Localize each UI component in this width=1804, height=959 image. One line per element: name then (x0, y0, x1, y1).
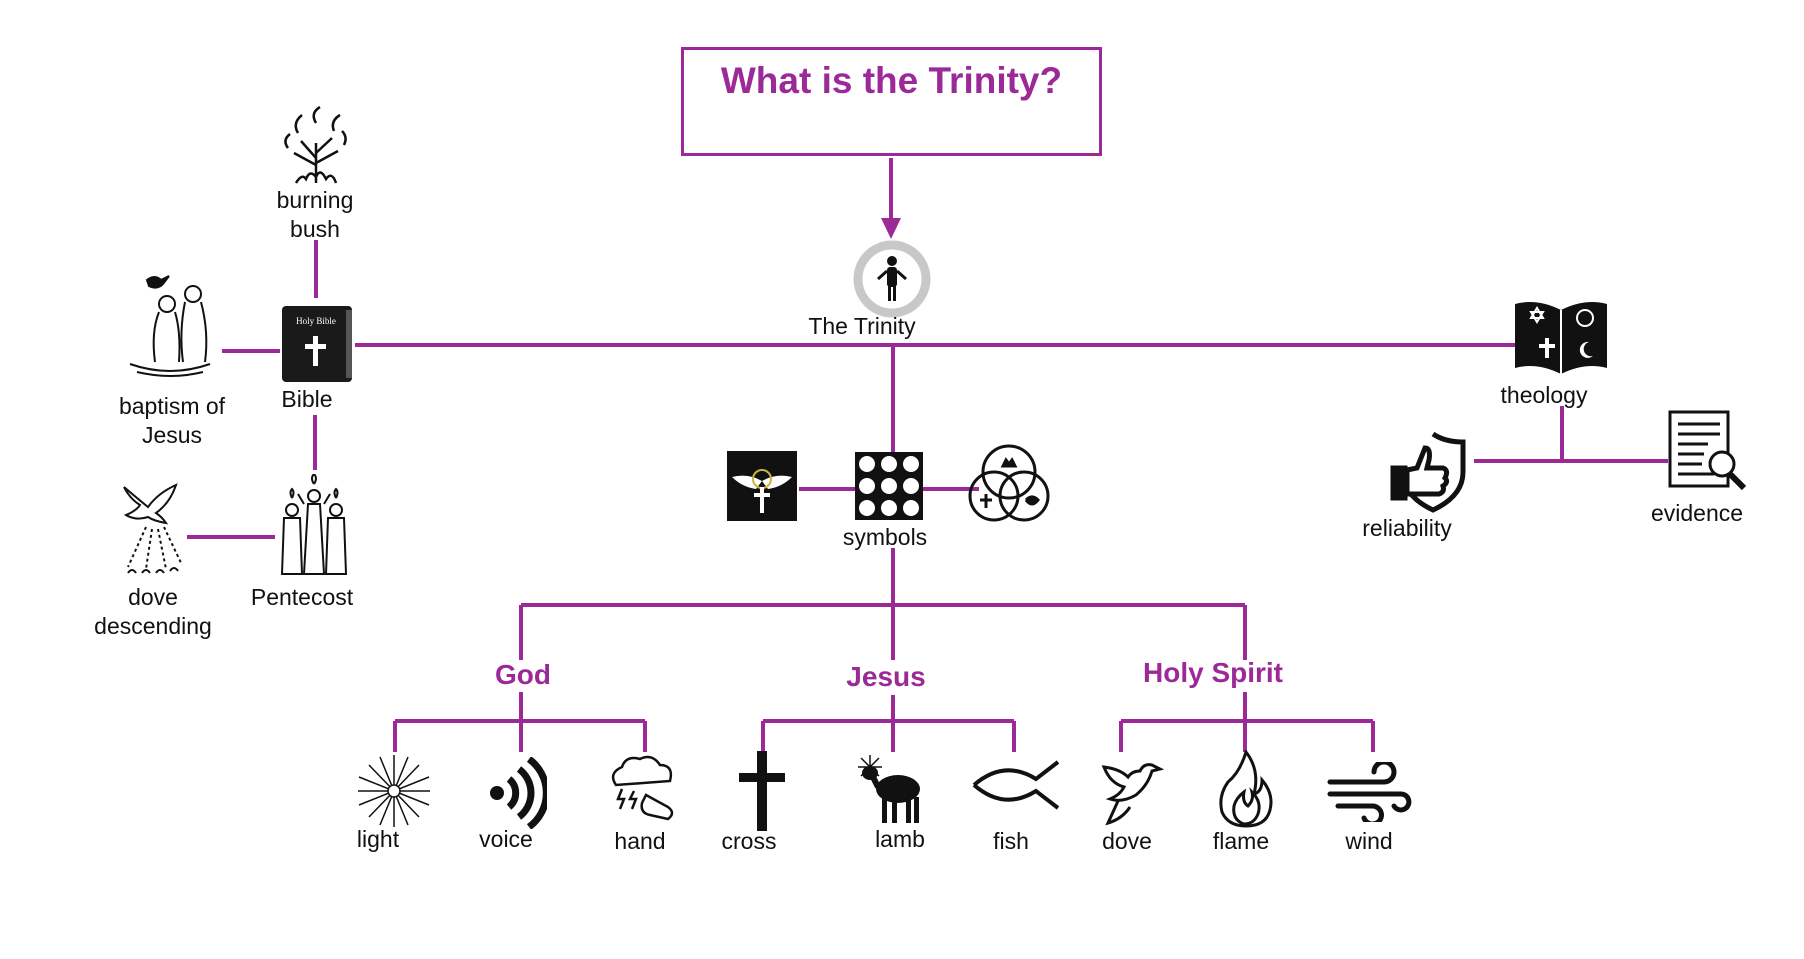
hand-label: hand (614, 828, 666, 854)
lamb-label: lamb (875, 826, 925, 852)
hand-icon (606, 755, 678, 827)
reliability-label: reliability (1362, 515, 1452, 541)
dove-descending-line-2: descending (94, 613, 212, 639)
burning-bush-line-2: bush (290, 216, 340, 242)
fish-label: fish (993, 828, 1029, 854)
dove-descending-line-1: dove (128, 584, 178, 610)
group-title-holy-spirit: Holy Spirit (1142, 657, 1284, 688)
baptism-line-2: Jesus (141, 422, 203, 448)
cross-icon (739, 751, 785, 831)
social-media-grid-icon (855, 452, 923, 520)
burning-bush-icon (276, 103, 356, 188)
holy-bible-icon: Holy Bible (280, 304, 355, 384)
dove-icon (1100, 757, 1164, 827)
baptism-line-1: baptism of (118, 393, 226, 419)
flame-icon (1218, 750, 1274, 828)
cross-label: cross (721, 828, 777, 854)
theology-label: theology (1500, 382, 1588, 408)
wind-icon (1326, 762, 1412, 822)
thumbs-up-shield-icon (1389, 428, 1469, 514)
baptism-label: baptism of Jesus (119, 392, 225, 450)
dove-descending-icon (118, 475, 188, 580)
fish-icon (970, 760, 1062, 810)
lamb-icon (856, 753, 926, 825)
voice-label: voice (479, 826, 533, 852)
title-box: What is the Trinity? (681, 47, 1102, 156)
bible-label: Bible (281, 386, 333, 412)
light-label: light (356, 826, 400, 852)
triquetra-icon (964, 442, 1054, 522)
evidence-label: evidence (1650, 500, 1744, 526)
document-magnifier-icon (1666, 408, 1750, 490)
light-icon (355, 755, 433, 827)
burning-bush-line-1: burning (276, 187, 354, 213)
group-title-jesus: Jesus (846, 661, 926, 692)
burning-bush-label: burning bush (277, 186, 354, 244)
wind-label: wind (1345, 828, 1393, 854)
angel-wings-cross-icon (727, 451, 797, 521)
symbols-label: symbols (842, 524, 928, 550)
page-title: What is the Trinity? (720, 60, 1063, 101)
voice-icon (479, 757, 547, 829)
trinity-label: The Trinity (808, 313, 916, 339)
pentecost-icon (274, 474, 354, 579)
dove-label: dove (1102, 828, 1152, 854)
baptism-icon (125, 272, 215, 377)
group-title-god: God (495, 659, 551, 690)
person-ring-icon (852, 239, 932, 319)
pentecost-label: Pentecost (250, 584, 354, 610)
bible-cover-text: Holy Bible (296, 316, 336, 326)
dove-descending-label: dove descending (94, 583, 212, 641)
religions-book-icon (1511, 298, 1611, 378)
flame-label: flame (1212, 828, 1270, 854)
